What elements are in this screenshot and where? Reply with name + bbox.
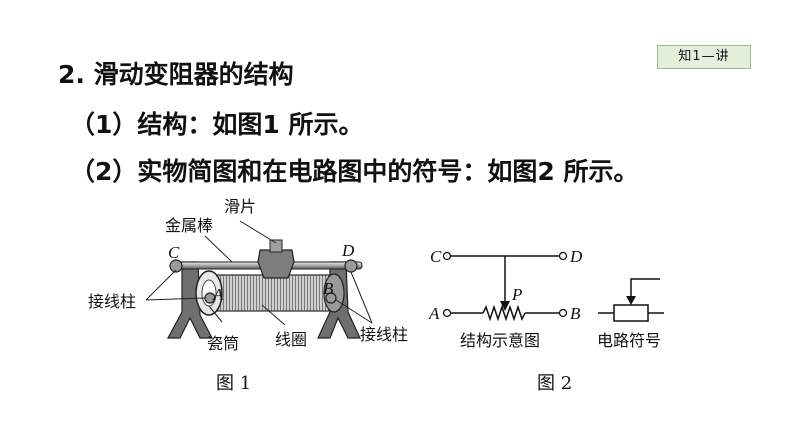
terminal-d (344, 259, 358, 273)
schematic-letter-d: D (569, 247, 583, 266)
structure-item: （1）结构：如图1 所示。 (70, 110, 364, 139)
label-terminal-right: 接线柱 (360, 325, 408, 344)
coil (209, 274, 336, 312)
section-title: 2. 滑动变阻器的结构 (58, 60, 294, 89)
caption-figure-1: 图 1 (216, 373, 251, 394)
label-ceramic-tube: 瓷筒 (207, 334, 239, 353)
label-metal-rod: 金属棒 (165, 216, 213, 235)
slider (257, 249, 295, 279)
letter-b: B (323, 279, 334, 298)
knowledge-badge: 知1—讲 (657, 45, 751, 69)
label-symbol: 电路符号 (597, 331, 661, 350)
schematic-letter-p: P (511, 285, 522, 304)
label-slider: 滑片 (224, 197, 256, 216)
schematic-letter-a: A (428, 304, 440, 323)
rheostat-drawing: 滑片 金属棒 接线柱 接线柱 瓷筒 线圈 C D A B 图 1 (88, 197, 408, 394)
letter-d: D (341, 241, 355, 260)
slider-arrow (500, 301, 510, 311)
terminal-b (325, 292, 337, 304)
rheostat-symbol: 电路符号 (597, 278, 664, 350)
symbol-arrow (626, 296, 636, 305)
letter-c: C (168, 243, 180, 262)
caption-figure-2: 图 2 (537, 373, 572, 394)
schematic-diagram: C D A B P 结构示意图 (428, 247, 583, 350)
label-terminal-left: 接线柱 (88, 292, 136, 311)
label-coil: 线圈 (275, 330, 307, 349)
terminal-c (169, 259, 183, 273)
schematic-letter-b: B (570, 304, 581, 323)
symbol-item: （2）实物简图和在电路图中的符号：如图2 所示。 (70, 157, 639, 186)
schematic-letter-c: C (430, 247, 442, 266)
label-schematic: 结构示意图 (460, 331, 540, 350)
letter-a: A (212, 285, 224, 304)
